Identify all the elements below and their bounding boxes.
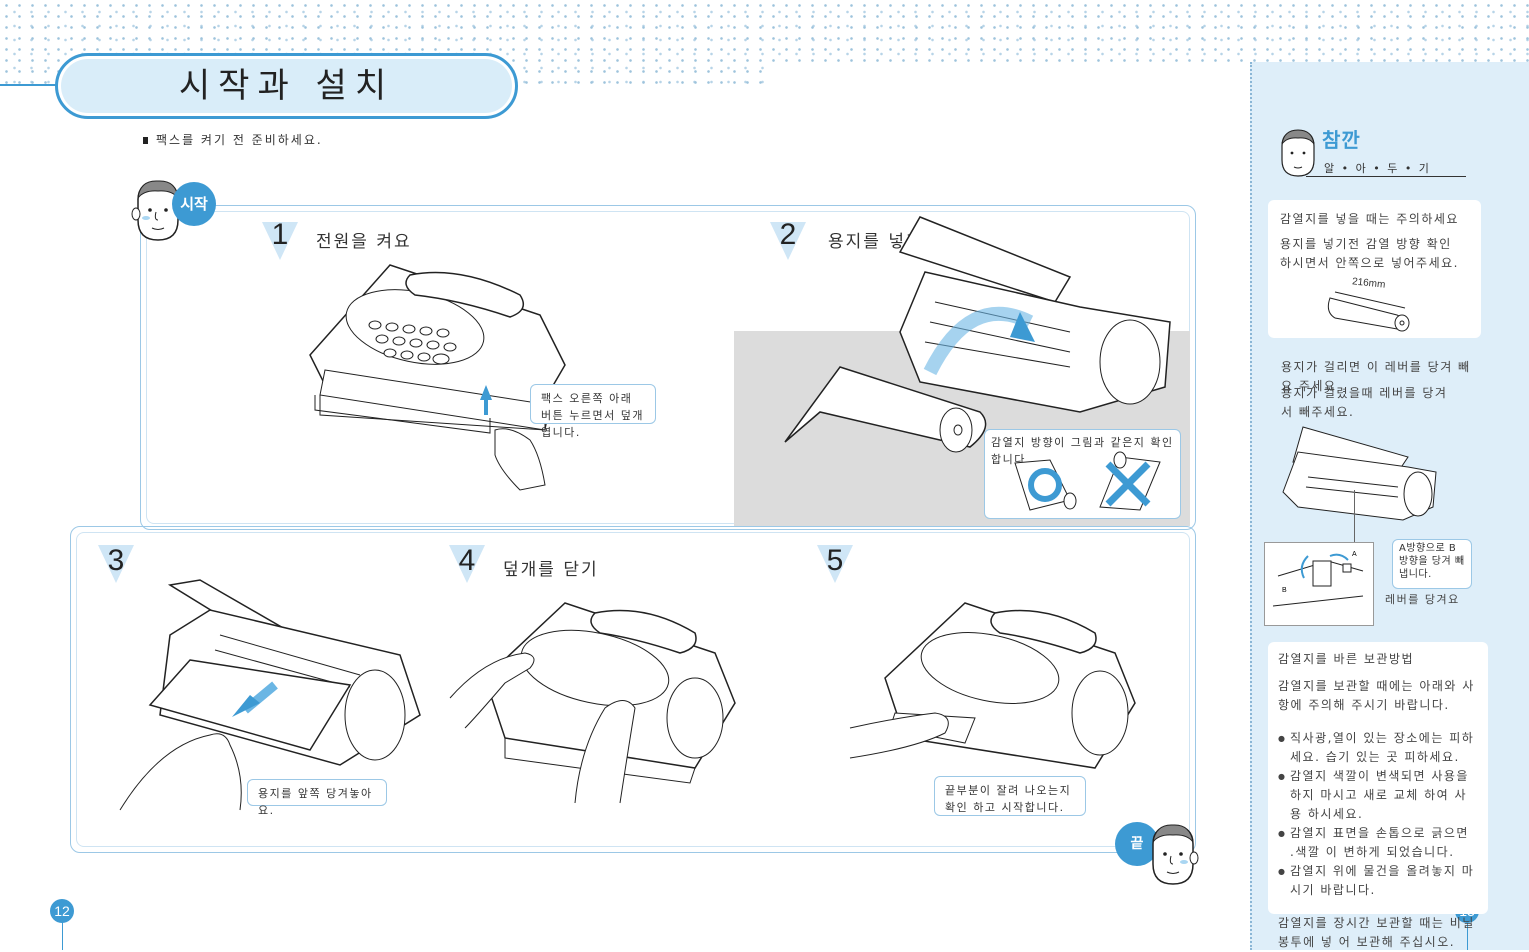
section2-body: 용지가 걸렸을때 레버를 당겨서 빼주세요. (1281, 386, 1448, 419)
lever-callout: A방향으로 B방향을 당겨 빼냅니다. (1392, 539, 1472, 589)
header-pattern-mask (765, 62, 1250, 92)
page-number-left-line (62, 920, 63, 950)
card3-bullet-3: 감열지 표면을 손톱으로 긁으면 .색깔 이 변하게 되었습니다. (1278, 824, 1478, 862)
step3-marker-icon (98, 545, 134, 583)
wrong-x-icon (1099, 451, 1161, 511)
sidebar-card-3: 감열지를 바른 보관방법 감열지를 보관할 때에는 아래와 사항에 주의해 주시… (1268, 642, 1488, 949)
step3-callout: 용지를 앞쪽 당겨놓아요. (247, 779, 387, 817)
lever-detail-illustration: A B (1272, 551, 1364, 607)
start-badge (172, 182, 216, 226)
fax-machine-closed-illustration (309, 264, 566, 491)
section2-title: 용지가 걸리면 이 레버를 당겨 빼요 주세요 (1281, 360, 1471, 393)
page-number-left: 12 (50, 899, 74, 923)
step3-number: 3 (107, 544, 125, 577)
card3-body: 감열지를 보관할 때에는 아래와 사항에 주의해 주시기 바랍니다. (1278, 679, 1475, 712)
step1-marker-icon (262, 222, 298, 260)
step1-label: 전원을 켜요 (316, 232, 412, 252)
step1-number: 1 (271, 218, 289, 251)
fax-closing-illustration (449, 602, 736, 804)
step2-marker-icon (770, 222, 806, 260)
svg-text:B: B (1282, 587, 1287, 594)
end-badge (1115, 822, 1159, 866)
page-number-right-line (1467, 920, 1468, 950)
svg-text:A: A (1352, 551, 1357, 558)
step2-label: 용지를 넣기 (828, 232, 924, 252)
fax-machine-open-illustration (784, 216, 1171, 453)
man-face-icon (131, 180, 179, 241)
start-badge-text: 시작 (180, 195, 208, 213)
note-title: 참깐 (1322, 128, 1361, 152)
fax-paper-pulling-illustration (119, 579, 421, 811)
lever-label: 레버를 당겨요 (1385, 593, 1460, 606)
card3-bullet-1: 직사광,열이 있는 장소에는 피하세요. 습기 있는 곳 피하세요. (1278, 729, 1478, 767)
note-underline (1306, 176, 1466, 177)
step5-callout: 끝부분이 잘려 나오는지 확인 하고 시작합니다. (934, 776, 1086, 816)
step5-marker-icon (817, 545, 853, 583)
steps-frame-top (140, 205, 1196, 530)
step4-marker-icon (449, 545, 485, 583)
card1-title: 감열지를 넣을 때는 주의하세요 (1280, 212, 1459, 226)
square-bullet-icon (143, 137, 148, 144)
steps-frame-bottom-inner (76, 532, 1190, 847)
step4-number: 4 (458, 544, 476, 577)
step4-label: 덮개를 닫기 (503, 560, 599, 580)
card3-title: 감열지를 바른 보관방법 (1278, 652, 1415, 666)
note-subtitle: 알 • 아 • 두 • 기 (1324, 162, 1431, 175)
fax-paper-cut-illustration (849, 602, 1136, 769)
card3-bullet-4: 감열지 위에 물건을 올려놓지 마시기 바랍니다. (1278, 862, 1478, 900)
fax-lever-illustration (1282, 426, 1437, 521)
title-accent-line (0, 84, 58, 86)
page-title: 시작과 설치 (178, 66, 395, 106)
correct-o-icon (1014, 459, 1077, 511)
end-badge-text: 끝 (1130, 836, 1144, 852)
card3-bullet-2: 감열지 색깔이 변색되면 사용을 하지 마시고 새로 교체 하여 사용 하시세요… (1278, 767, 1478, 824)
step5-number: 5 (826, 544, 844, 577)
paper-roll-icon (1327, 291, 1410, 332)
man-face-icon-sidebar (1281, 129, 1315, 177)
card3-footer: 감열지를 장시간 보관할 때는 비닐 봉투에 넣 어 보관해 주십시오. (1278, 916, 1475, 949)
intro-text: 팩스를 켜기 전 준비하세요. (143, 131, 323, 148)
page-title-pill: 시작과 설치 (55, 53, 518, 119)
man-face-icon-end (1152, 824, 1199, 885)
step1-callout: 팩스 오른쪽 아래 버튼 누르면서 덮개 엽니다. (530, 384, 656, 439)
card1-body: 용지를 넣기전 감열 방향 확인 하시면서 안쪽으로 넣어주세요. (1280, 237, 1459, 270)
step2-number: 2 (779, 218, 797, 251)
steps-frame-bottom (70, 526, 1196, 853)
lever-pointer-line (1354, 490, 1355, 542)
